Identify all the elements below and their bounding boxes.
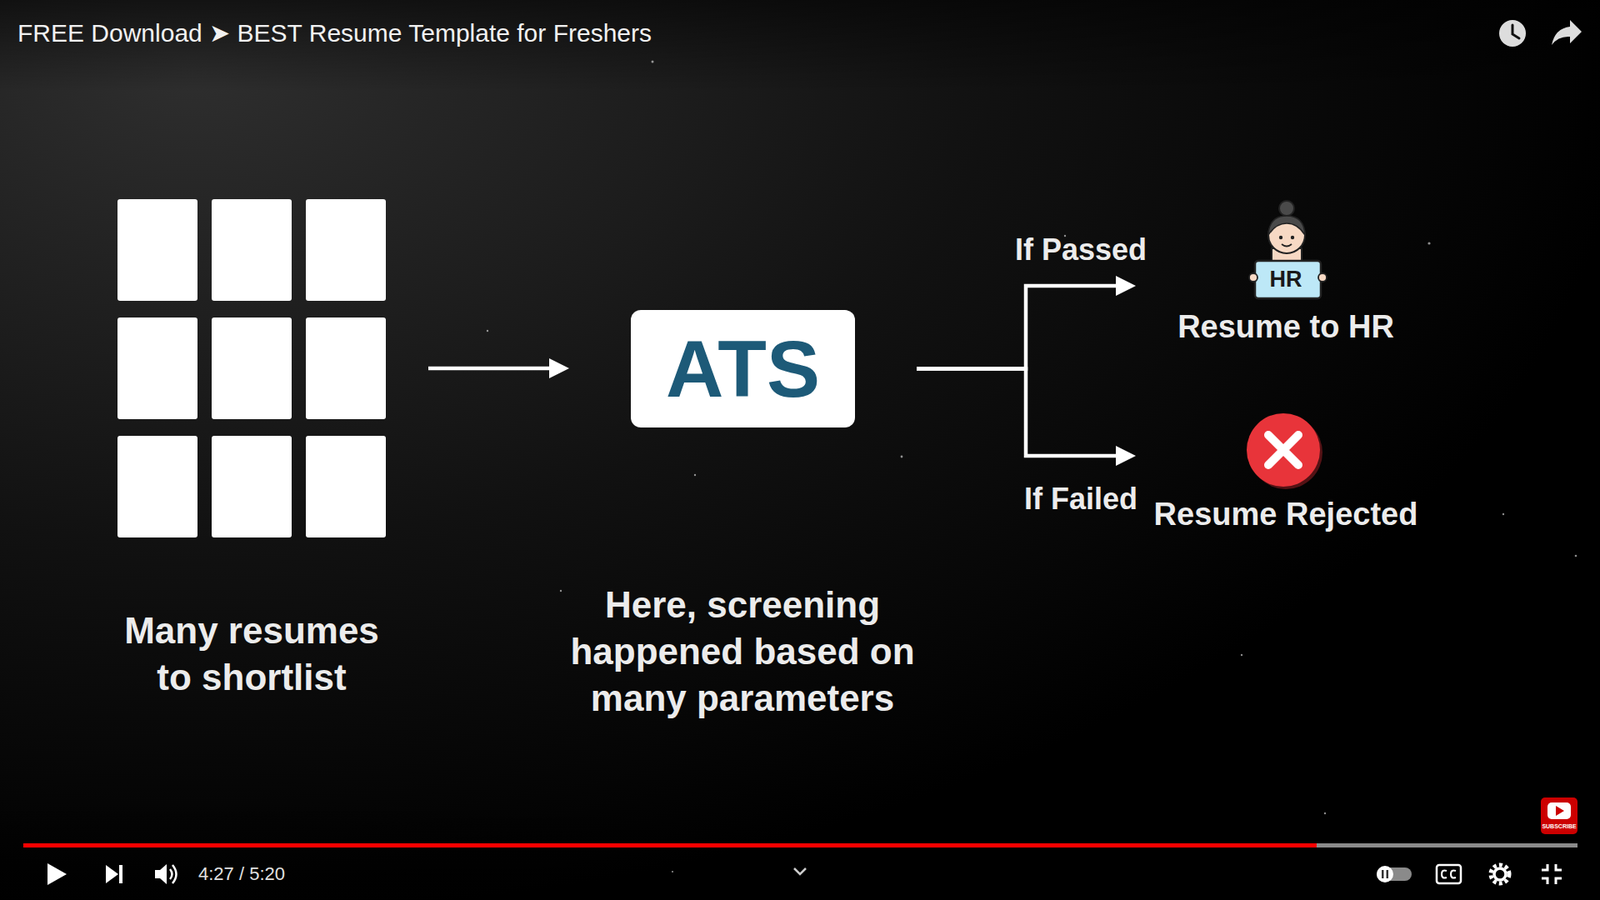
watch-later-icon xyxy=(1499,20,1526,47)
branch-label: If Failed xyxy=(1024,480,1138,518)
node-caption: Resume Rejected xyxy=(1135,494,1436,535)
progress-played xyxy=(23,843,1317,848)
subscribe-badge xyxy=(1540,797,1578,835)
share-icon xyxy=(1551,20,1582,45)
connector xyxy=(916,369,1136,467)
resume-stack: Many resumes to shortlist xyxy=(117,199,386,538)
top-shade xyxy=(0,0,1600,92)
rejected-icon xyxy=(1246,413,1323,490)
subscribe-text: SUBSCRIBE xyxy=(1540,822,1578,830)
text-slot: Resume to HR xyxy=(1135,306,1436,347)
time-readout: 4:27 / 5:20 xyxy=(198,863,285,885)
resume-grid xyxy=(117,199,386,538)
arrow-head xyxy=(1115,445,1136,466)
sign-text: HR xyxy=(1135,265,1436,293)
text-slot: Many resumes to shortlist xyxy=(114,607,390,701)
branch-label: If Passed xyxy=(1015,231,1147,269)
exit-fullscreen-icon xyxy=(1541,864,1562,885)
rejected-outcome: Resume Rejected xyxy=(1135,400,1436,542)
text-slot: ATS xyxy=(630,310,855,428)
text-slot: Here, screening happened based on many p… xyxy=(559,581,926,722)
connector-line xyxy=(916,369,1120,457)
volume-icon xyxy=(155,864,177,885)
node-caption: Many resumes to shortlist xyxy=(114,607,390,701)
node-title: ATS xyxy=(665,323,820,415)
ats-box: ATSHere, screening happened based on man… xyxy=(630,310,855,428)
captions-icon xyxy=(1436,865,1461,884)
arrow-head xyxy=(549,358,570,379)
speckles xyxy=(486,60,1578,874)
video-title: FREE Download ➤ BEST Resume Template for… xyxy=(17,17,652,50)
connector xyxy=(916,275,1136,370)
node-caption: Here, screening happened based on many p… xyxy=(559,581,926,722)
progress-remaining xyxy=(1316,843,1578,848)
chevron-icon xyxy=(794,868,806,875)
connector xyxy=(428,358,570,379)
bottom-shade xyxy=(0,791,1600,900)
node-caption: Resume to HR xyxy=(1135,306,1436,347)
play-icon xyxy=(47,863,67,885)
connector-line xyxy=(428,366,553,371)
connector-line xyxy=(916,285,1120,370)
text-slot: HR xyxy=(1135,265,1436,293)
hr-outcome: HR Resume to HR xyxy=(1135,191,1436,350)
settings-icon xyxy=(1490,865,1510,884)
next-icon xyxy=(105,865,123,884)
text-slot: Resume Rejected xyxy=(1135,494,1436,535)
autoplay-toggle xyxy=(1376,865,1412,883)
arrow-head xyxy=(1115,275,1136,296)
